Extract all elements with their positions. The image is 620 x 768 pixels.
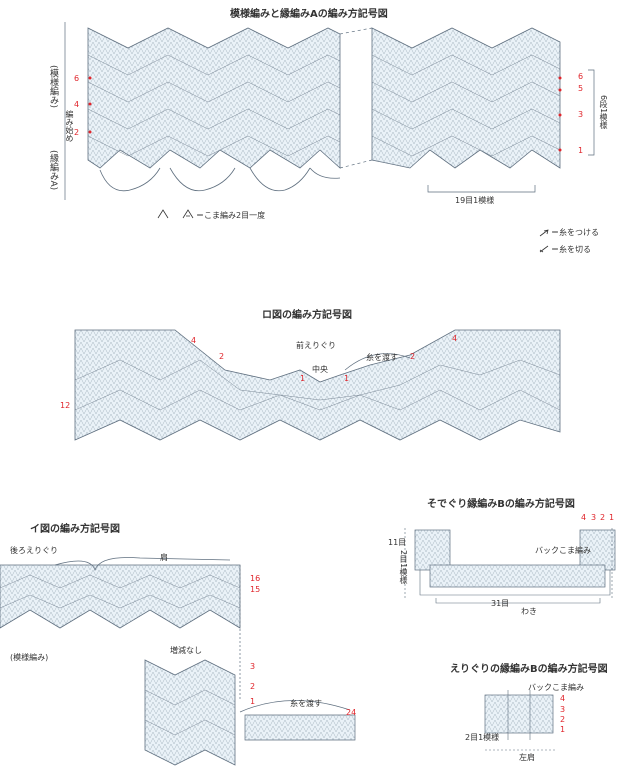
collar-left-shoulder: 左肩: [519, 753, 535, 762]
back-chart-title: ロ図の編み方記号図: [262, 310, 352, 321]
collar-row-3: 3: [560, 705, 566, 714]
row-label-left-2: 2: [74, 128, 80, 137]
yo-row-24: 24: [346, 708, 357, 717]
pass-yarn-label: 糸を渡す: [366, 353, 398, 362]
back-row-1-right: 1: [344, 374, 350, 383]
back-row-4-left: 4: [191, 336, 197, 345]
shoulder-label: 肩: [160, 553, 168, 562]
sleeve-row-4: 4: [581, 513, 587, 522]
sleeve-left-repeat: 2目1模様: [399, 550, 408, 585]
back-row-1-left: 1: [300, 374, 306, 383]
collar-row-1: 1: [560, 725, 566, 734]
sleeve-row-1: 1: [609, 513, 615, 522]
yo-pass-yarn: 糸を渡す: [290, 699, 322, 708]
top-dashed-break: [339, 27, 373, 169]
legend-cut: ＝糸を切る: [551, 245, 591, 254]
yo-neck-chart: [0, 557, 241, 700]
yo-row-15: 15: [250, 585, 261, 594]
center-label: 中央: [312, 365, 328, 374]
collar-chart-title: えりぐりの縁編みBの編み方記号図: [450, 664, 608, 675]
back-neck-label: 後ろえりぐり: [10, 546, 58, 555]
row-label-right-1: 1: [578, 146, 584, 155]
row-label-right-3: 3: [578, 110, 584, 119]
top-pattern-chart-right: [371, 27, 561, 169]
sleeve-back-crochet: バックこま編み: [535, 546, 591, 555]
yo-row-2: 2: [250, 682, 256, 691]
sleeve-row-2: 2: [600, 513, 606, 522]
sleeve-left-count: 11目: [388, 538, 407, 547]
yo-pattern-label: (模様編み): [10, 653, 49, 662]
row-label-right-5: 5: [578, 84, 584, 93]
collar-back-crochet: バックこま編み: [528, 683, 584, 692]
sleeve-chart-title: そでぐり縁編みBの編み方記号図: [427, 499, 575, 510]
yo-row-16: 16: [250, 574, 261, 583]
yo-small-chart: [144, 659, 356, 766]
top-chart-title: 模様編みと縁編みAの編み方記号図: [230, 9, 388, 20]
top-brackets: [64, 22, 595, 200]
row-label-right-6: 6: [578, 72, 584, 81]
sleeve-edge-chart: [404, 528, 616, 604]
top-edge-scallops: [99, 167, 341, 192]
back-row-4-right: 4: [452, 334, 458, 343]
row-label-left-4: 4: [74, 100, 80, 109]
back-row-2-left: 2: [219, 352, 225, 361]
legend-join: ＝糸をつける: [551, 228, 599, 237]
yo-row-3: 3: [250, 662, 256, 671]
legend-decrease: ＝こま編み2目一度: [196, 211, 266, 220]
back-row-2-right: 2: [410, 352, 416, 361]
row-label-left-6: 6: [74, 74, 80, 83]
yo-chart-title: イ図の編み方記号図: [30, 524, 120, 535]
collar-row-2: 2: [560, 715, 566, 724]
top-row-markers: [88, 76, 562, 152]
collar-row-4: 4: [560, 694, 566, 703]
no-change-label: 増減なし: [170, 646, 202, 655]
front-neck-label: 前えりぐり: [296, 341, 336, 350]
start-label: 編み始め: [65, 110, 74, 142]
yo-row-1: 1: [250, 697, 256, 706]
sleeve-side-label: わき: [521, 607, 537, 616]
repeat-rows-label: 6段1模様: [599, 95, 608, 130]
repeat-stitches-label: 19目1模様: [455, 196, 495, 205]
back-row-12: 12: [60, 401, 71, 410]
back-neck-chart: [74, 329, 561, 441]
collar-repeat: 2目1模様: [465, 733, 500, 742]
edge-side-label: (縁編みA): [48, 150, 58, 191]
collar-edge-chart: [484, 690, 555, 751]
top-pattern-chart-left: [87, 27, 341, 169]
legend-icons: [157, 209, 549, 253]
sleeve-row-3: 3: [591, 513, 597, 522]
pattern-side-label: (模様編み): [48, 65, 58, 109]
sleeve-bottom-count: 31目: [491, 599, 510, 608]
